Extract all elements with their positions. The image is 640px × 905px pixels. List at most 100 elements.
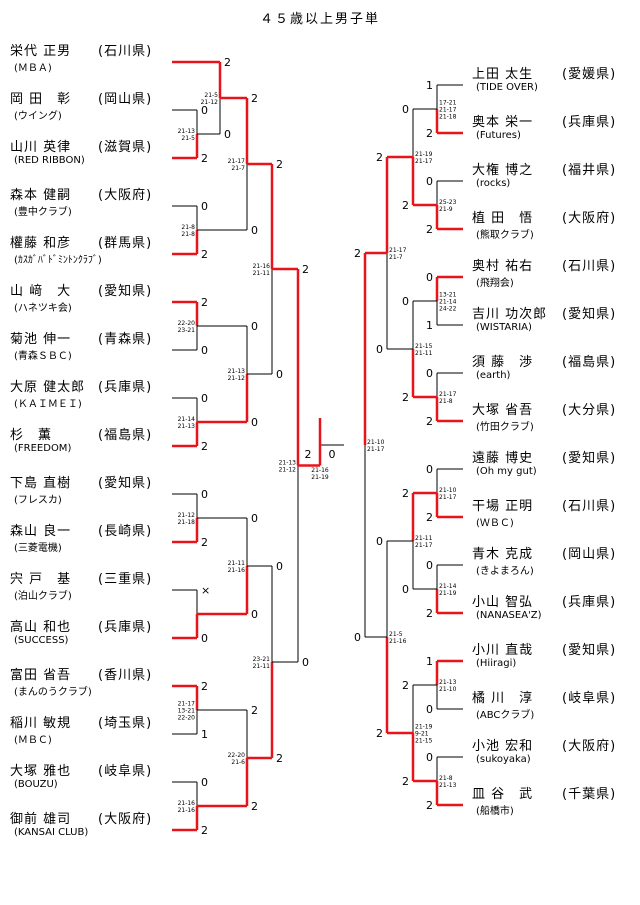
player-club: (earth) (476, 370, 511, 381)
player-prefecture: (愛知県) (562, 643, 617, 658)
player-club: (rocks) (476, 178, 511, 189)
player-name: 小池 宏和 (472, 739, 534, 754)
match-score: 2 (402, 391, 409, 404)
final-score: 0 (329, 448, 336, 461)
match-score: 0 (201, 392, 208, 405)
player-prefecture: (青森県) (98, 332, 153, 347)
match-score: 0 (402, 103, 409, 116)
game-score: 21-10 (367, 439, 385, 446)
player-club: (熊取クラブ) (476, 230, 534, 241)
player-club: (ｶｽｶﾞﾊﾞﾄﾞﾐﾝﾄﾝｸﾗﾌﾞ) (14, 255, 102, 266)
match-score: 2 (201, 440, 208, 453)
player-name: 山 﨑 大 (10, 284, 72, 299)
match-score: 2 (201, 152, 208, 165)
player-club: (NANASEA'Z) (476, 610, 542, 621)
game-score: 21-11 (228, 560, 246, 567)
player-club: (WISTARIA) (476, 322, 532, 333)
match-score: 1 (426, 319, 433, 332)
player-name: 干場 正明 (472, 499, 534, 514)
game-score: 21-16 (178, 800, 196, 807)
player-name: 青木 克成 (472, 547, 534, 562)
match-score: × (201, 584, 210, 597)
player-club: (ハネツキ会) (14, 303, 72, 314)
game-score: 21-19 (311, 474, 329, 481)
player-prefecture: (千葉県) (562, 787, 617, 802)
player-prefecture: (石川県) (562, 499, 617, 514)
player-prefecture: (香川県) (98, 668, 153, 683)
game-score: 21-8 (439, 775, 453, 782)
player-name: 菊池 伸一 (10, 332, 72, 347)
match-score: 0 (251, 320, 258, 333)
player-prefecture: (岐阜県) (98, 764, 153, 779)
player-club: (青森ＳＢＣ) (14, 351, 72, 362)
player-prefecture: (群馬県) (98, 236, 153, 251)
game-score: 21-19 (415, 151, 433, 158)
player-prefecture: (兵庫県) (98, 380, 153, 395)
match-score: 2 (402, 487, 409, 500)
match-score: 2 (376, 727, 383, 740)
match-score: 0 (201, 776, 208, 789)
match-score: 2 (201, 680, 208, 693)
player-prefecture: (大阪府) (562, 739, 617, 754)
player-prefecture: (福井県) (562, 163, 617, 178)
game-score: 21-8 (439, 398, 453, 405)
player-name: 小川 直哉 (472, 643, 534, 658)
player-prefecture: (愛媛県) (562, 67, 617, 82)
game-score: 25-23 (439, 199, 457, 206)
match-score: 2 (276, 752, 283, 765)
match-score: 0 (354, 631, 361, 644)
match-score: 0 (376, 343, 383, 356)
player-club: (sukoyaka) (476, 754, 531, 765)
match-score: 2 (402, 199, 409, 212)
player-club: (フレスカ) (14, 495, 62, 506)
game-score: 21-7 (389, 254, 403, 261)
player-club: (Futures) (476, 130, 521, 141)
game-score: 21-17 (178, 701, 196, 708)
player-prefecture: (石川県) (98, 44, 153, 59)
match-score: 0 (201, 632, 208, 645)
game-score: 21-11 (415, 350, 433, 357)
match-score: 2 (201, 824, 208, 837)
player-club: (ウイング) (14, 111, 62, 122)
player-club: (ＭＢＡ) (14, 63, 52, 74)
game-score: 23-21 (253, 656, 271, 663)
player-name: 大原 健太郎 (10, 380, 86, 395)
game-score: 21-11 (253, 270, 271, 277)
player-club: (ＭＢＣ) (14, 735, 52, 746)
game-score: 13-21 (178, 708, 196, 715)
game-score: 21-17 (389, 247, 407, 254)
player-name: 須 藤 渉 (472, 355, 534, 370)
player-club: (まんのうクラブ) (14, 687, 92, 698)
match-score: 1 (426, 79, 433, 92)
game-score: 21-16 (178, 807, 196, 814)
player-club: (Hiiragi) (476, 658, 517, 669)
player-name: 杉 薫 (10, 428, 53, 443)
match-score: 2 (201, 248, 208, 261)
player-prefecture: (岡山県) (562, 547, 617, 562)
player-club: (豊中クラブ) (14, 207, 72, 218)
player-club: (ABCクラブ) (476, 710, 535, 721)
player-name: 橘 川 淳 (472, 691, 534, 706)
game-score: 21-5 (204, 92, 218, 99)
match-score: 0 (201, 200, 208, 213)
player-club: (FREEDOM) (14, 443, 72, 454)
match-score: 2 (426, 223, 433, 236)
player-prefecture: (愛知県) (562, 307, 617, 322)
match-score: 2 (201, 296, 208, 309)
match-score: 2 (251, 800, 258, 813)
player-name: 高山 和也 (10, 620, 72, 635)
match-score: 0 (251, 608, 258, 621)
game-score: 21-11 (415, 535, 433, 542)
game-score: 21-10 (439, 487, 457, 494)
player-name: 大権 博之 (472, 163, 534, 178)
game-score: 21-18 (439, 114, 457, 121)
game-score: 21-14 (439, 583, 457, 590)
match-score: 2 (402, 679, 409, 692)
player-prefecture: (三重県) (98, 572, 153, 587)
page-title: ４５歳以上男子単 (259, 12, 380, 27)
game-score: 21-13 (228, 368, 246, 375)
match-score: 0 (402, 295, 409, 308)
player-name: 遠藤 博史 (472, 451, 534, 466)
game-score: 21-17 (415, 158, 433, 165)
